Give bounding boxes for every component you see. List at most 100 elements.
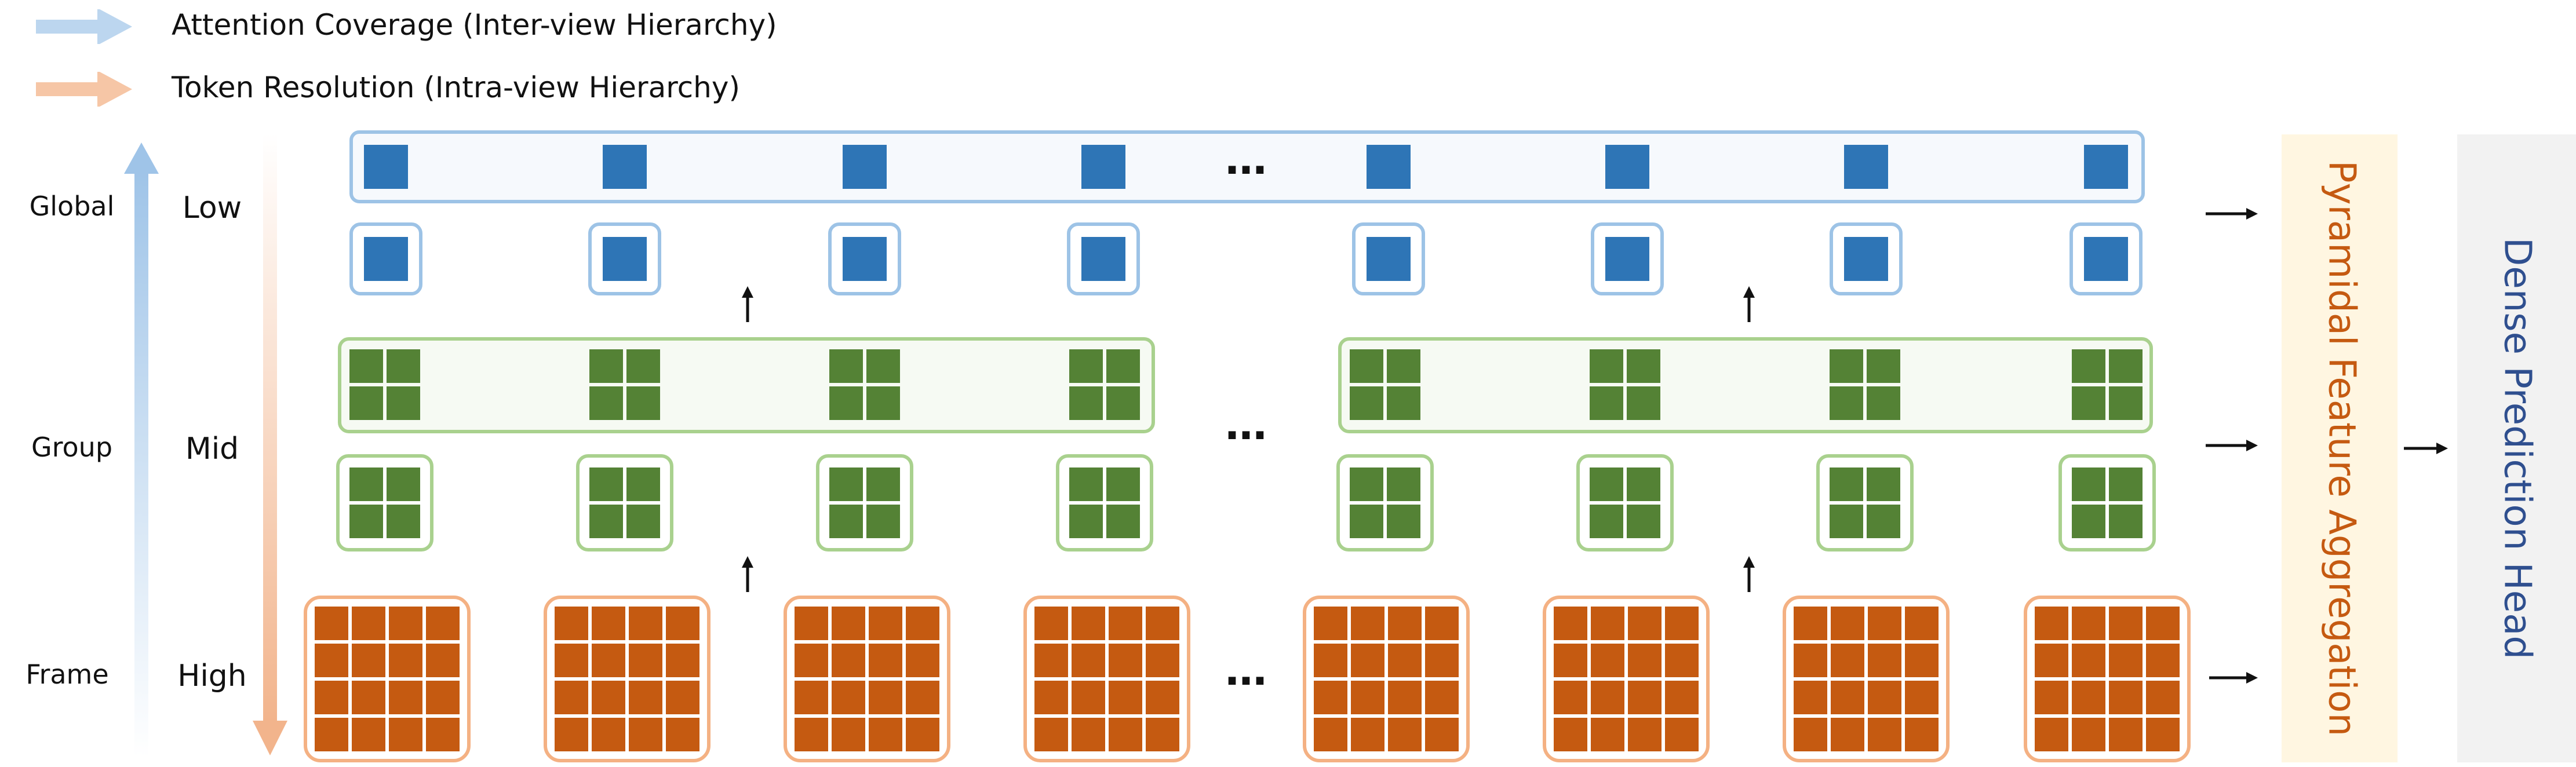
token-cell (426, 718, 460, 751)
token-cell (352, 644, 385, 677)
global-token (603, 145, 647, 189)
token-cell (866, 386, 900, 420)
global-token (364, 145, 408, 189)
token-cell (1794, 644, 1827, 677)
token-cell (387, 386, 420, 420)
token-cell (589, 505, 623, 538)
high-token (1303, 596, 1470, 762)
token-cell (2146, 607, 2180, 640)
group-token-row (349, 349, 2143, 420)
frame-ellipsis: … (1225, 646, 1267, 695)
upward-arrows (742, 286, 1755, 592)
token-cell (426, 607, 460, 640)
token-cell (1665, 718, 1699, 751)
token-cell (1387, 349, 1420, 383)
pyramidal-feature-aggregation-box (2282, 134, 2398, 762)
token-grid (2084, 237, 2128, 281)
token-cell (1106, 505, 1140, 538)
token-cell (869, 607, 902, 640)
token-cell (1106, 386, 1140, 420)
token-grid (795, 607, 939, 751)
global-token (1605, 145, 1649, 189)
token-cell (352, 607, 385, 640)
token-cell (666, 718, 699, 751)
token-cell (1109, 681, 1142, 714)
group-token (589, 349, 660, 420)
token-cell (1628, 644, 1662, 677)
group-attention-band-1 (338, 337, 1155, 433)
token-cell (1034, 681, 1068, 714)
token-cell (1628, 718, 1662, 751)
token-cell (555, 718, 588, 751)
global-ellipsis: … (1225, 135, 1267, 184)
token-cell (1830, 349, 1863, 383)
low-token (828, 222, 901, 295)
group-ellipsis: … (1225, 400, 1267, 449)
token-cell (1627, 467, 1660, 501)
token-cell (1388, 607, 1422, 640)
token-cell (2072, 644, 2105, 677)
low-token (349, 222, 422, 295)
token-cell (843, 145, 887, 189)
token-cell (2072, 505, 2105, 538)
token-cell (364, 237, 408, 281)
token-cell (1106, 349, 1140, 383)
token-cell (1314, 681, 1347, 714)
token-cell (1590, 386, 1623, 420)
token-cell (1794, 681, 1827, 714)
token-grid (1081, 237, 1125, 281)
token-cell (832, 644, 865, 677)
token-cell (2109, 505, 2143, 538)
token-cell (1109, 644, 1142, 677)
token-cell (666, 607, 699, 640)
token-cell (387, 349, 420, 383)
group-token (1350, 349, 1420, 420)
token-cell (1146, 607, 1179, 640)
token-grid (1844, 237, 1888, 281)
aggregation-label: Pyramidal Feature Aggregation (2320, 160, 2363, 736)
token-cell (626, 505, 660, 538)
mid-token (816, 454, 913, 551)
token-cell (2072, 681, 2105, 714)
token-cell (426, 644, 460, 677)
level-frame-label: Frame (25, 659, 108, 690)
token-cell (626, 349, 660, 383)
token-cell (1905, 644, 1939, 677)
token-cell (906, 607, 939, 640)
token-cell (1831, 607, 1864, 640)
token-cell (315, 681, 348, 714)
token-cell (1109, 718, 1142, 751)
token-cell (2072, 386, 2105, 420)
token-cell (1106, 467, 1140, 501)
legend: Attention Coverage (Inter-view Hierarchy… (36, 8, 777, 107)
token-cell (1867, 349, 1900, 383)
token-cell (1072, 644, 1105, 677)
token-cell (1072, 607, 1105, 640)
token-cell (2109, 607, 2143, 640)
token-cell (1554, 644, 1587, 677)
token-cell (1590, 349, 1623, 383)
token-cell (589, 467, 623, 501)
token-cell (832, 718, 865, 751)
token-cell (1831, 718, 1864, 751)
token-cell (1844, 145, 1888, 189)
token-cell (1830, 386, 1863, 420)
token-cell (629, 718, 662, 751)
global-token (843, 145, 887, 189)
group-token (1830, 349, 1900, 420)
token-cell (1627, 349, 1660, 383)
token-cell (1109, 607, 1142, 640)
token-cell (869, 644, 902, 677)
token-cell (2109, 467, 2143, 501)
token-cell (603, 237, 647, 281)
token-cell (2146, 644, 2180, 677)
mid-token (336, 454, 433, 551)
token-cell (389, 607, 422, 640)
token-cell (866, 467, 900, 501)
token-cell (1905, 607, 1939, 640)
token-cell (1069, 349, 1103, 383)
token-cell (1794, 607, 1827, 640)
group-token (1590, 349, 1660, 420)
token-cell (1388, 644, 1422, 677)
token-cell (315, 644, 348, 677)
